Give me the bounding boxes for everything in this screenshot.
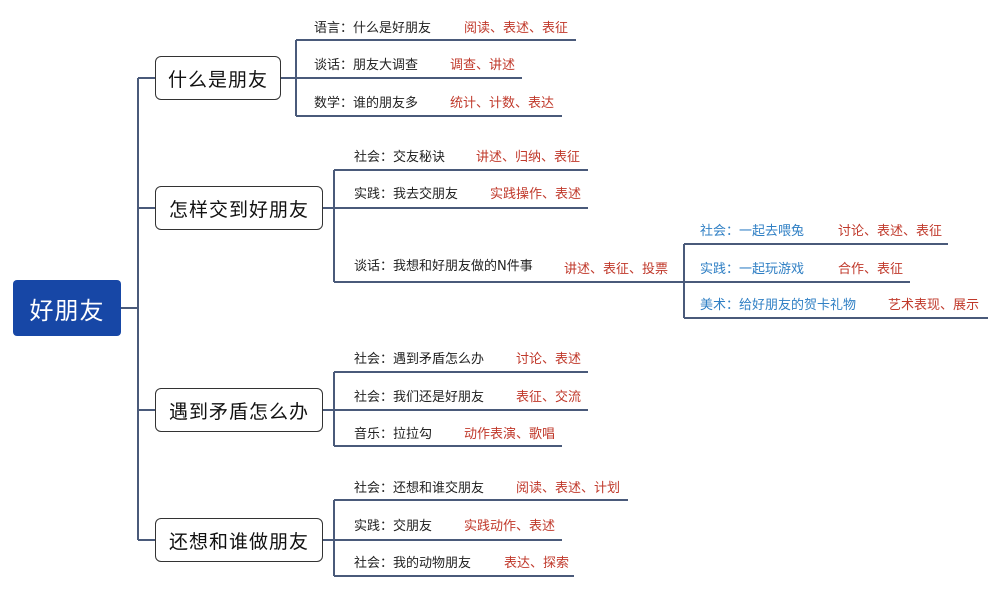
topic-label: 什么是朋友 <box>167 68 268 91</box>
item-tags: 动作表演、歌唱 <box>464 427 556 442</box>
subitem-tags: 合作、表征 <box>838 262 904 277</box>
subitem-tags: 艺术表现、展示 <box>888 298 980 313</box>
item-label: 实践：我去交朋友 <box>354 187 459 202</box>
item-label: 数学：谁的朋友多 <box>314 96 419 111</box>
item-tags: 表达、探索 <box>504 556 570 571</box>
item-label: 社会：我的动物朋友 <box>354 556 472 571</box>
item-label: 实践：交朋友 <box>354 519 433 534</box>
item-tags: 表征、交流 <box>516 390 582 405</box>
item-label: 语言：什么是好朋友 <box>314 21 432 36</box>
topic-label: 还想和谁做朋友 <box>168 530 309 553</box>
topic-node: 什么是朋友 <box>155 56 281 100</box>
subitem-label: 实践：一起玩游戏 <box>700 262 805 277</box>
topic-node: 怎样交到好朋友 <box>155 186 323 230</box>
root-node: 好朋友 <box>13 280 121 336</box>
root-label: 好朋友 <box>29 296 105 325</box>
subitem-label: 美术：给好朋友的贺卡礼物 <box>700 298 857 313</box>
item-label: 音乐：拉拉勾 <box>354 427 433 442</box>
item-label: 社会：我们还是好朋友 <box>354 390 485 405</box>
topic-label: 怎样交到好朋友 <box>168 198 309 221</box>
item-label: 社会：遇到矛盾怎么办 <box>354 352 485 367</box>
item-label: 谈话：朋友大调查 <box>314 58 419 73</box>
topic-node: 还想和谁做朋友 <box>155 518 323 562</box>
item-tags: 讲述、归纳、表征 <box>476 150 581 165</box>
subitem-label: 社会：一起去喂兔 <box>700 224 805 239</box>
topic-label: 遇到矛盾怎么办 <box>168 400 309 423</box>
item-tags: 阅读、表述、计划 <box>516 481 621 496</box>
item-tags: 调查、讲述 <box>450 58 516 73</box>
topic-node: 遇到矛盾怎么办 <box>155 388 323 432</box>
item-tags: 实践动作、表述 <box>464 519 556 534</box>
item-tags: 阅读、表述、表征 <box>464 21 569 36</box>
item-tags: 统计、计数、表达 <box>450 96 555 111</box>
item-label: 谈话：我想和好朋友做的N件事 <box>354 259 533 274</box>
item-tags: 讨论、表述 <box>516 352 582 367</box>
subitem-tags: 讨论、表述、表征 <box>838 224 943 239</box>
item-tags: 实践操作、表述 <box>490 187 582 202</box>
item-label: 社会：还想和谁交朋友 <box>354 481 485 496</box>
item-label: 社会：交友秘诀 <box>354 150 446 165</box>
item-tags: 讲述、表征、投票 <box>564 262 669 277</box>
